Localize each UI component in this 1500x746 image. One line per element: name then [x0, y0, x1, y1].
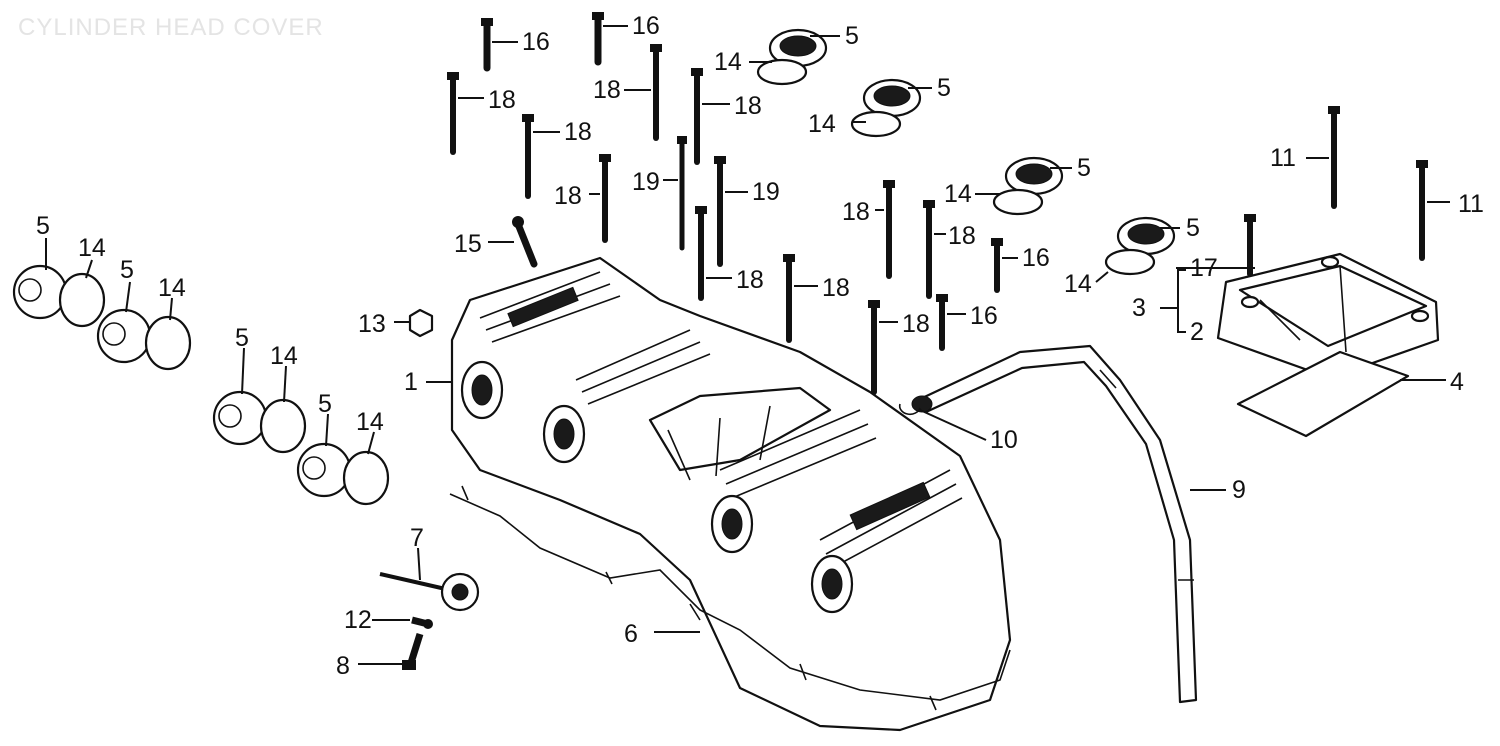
cylinder-head-cover — [450, 256, 1012, 732]
callout-18-b: 18 — [593, 76, 621, 104]
bolt-16-a — [481, 18, 493, 72]
bolt-18-g — [783, 254, 795, 343]
cap-5-e — [12, 264, 68, 320]
callout-18-c: 18 — [734, 92, 762, 120]
seal-5-b — [862, 78, 922, 118]
callout-7: 7 — [410, 524, 424, 552]
callout-14-h: 14 — [356, 408, 384, 436]
callout-10: 10 — [990, 426, 1018, 454]
callout-16-b: 16 — [632, 12, 660, 40]
bolt-18-c — [691, 68, 703, 165]
bolt-19-a — [677, 136, 687, 251]
callout-11-b: 11 — [1458, 190, 1484, 218]
callout-5-h: 5 — [318, 390, 332, 418]
bolt-18-b — [650, 44, 662, 141]
callout-5-f: 5 — [120, 256, 134, 284]
oring-14-e — [58, 272, 106, 328]
callout-11-a: 11 — [1270, 144, 1296, 172]
callout-14-f: 14 — [158, 274, 186, 302]
callout-1: 1 — [404, 368, 418, 396]
callout-4: 4 — [1450, 368, 1464, 396]
gasket-6 — [449, 493, 1011, 701]
bolt-18-j — [868, 300, 880, 395]
cap-5-h — [296, 442, 352, 498]
callout-18-e: 18 — [554, 182, 582, 210]
bolt-16-c — [991, 238, 1003, 293]
callout-14-e: 14 — [78, 234, 106, 262]
bolt-17 — [1244, 214, 1256, 277]
bolt-group — [447, 12, 1428, 395]
callout-14-b: 14 — [808, 110, 836, 138]
diagram-title: CYLINDER HEAD COVER — [18, 14, 324, 41]
bolt-8 — [402, 632, 424, 670]
callout-13: 13 — [358, 310, 386, 338]
callout-18-d: 18 — [564, 118, 592, 146]
callout-6: 6 — [624, 620, 638, 648]
callout-18-f: 18 — [736, 266, 764, 294]
bolt-18-f — [695, 206, 707, 301]
clip-10 — [898, 403, 921, 415]
callout-14-g: 14 — [270, 342, 298, 370]
callout-16-a: 16 — [522, 28, 550, 56]
pin-15 — [512, 216, 538, 268]
callout-16-d: 16 — [970, 302, 998, 330]
callout-8: 8 — [336, 652, 350, 680]
callout-18-j: 18 — [902, 310, 930, 338]
callout-19-a: 19 — [632, 168, 660, 196]
callout-9: 9 — [1232, 476, 1246, 504]
oring-14-h — [342, 450, 390, 506]
seal-5-d — [1116, 216, 1176, 256]
callout-3: 3 — [1132, 294, 1146, 322]
callout-12: 12 — [344, 606, 372, 634]
callout-16-c: 16 — [1022, 244, 1050, 272]
oring-14-d — [1104, 248, 1156, 276]
oring-14-c — [992, 188, 1044, 216]
bolt-11-b — [1416, 160, 1428, 261]
callout-5-e: 5 — [36, 212, 50, 240]
callout-5-b: 5 — [937, 74, 951, 102]
oring-14-f — [144, 315, 192, 371]
callout-17: 17 — [1190, 254, 1218, 282]
cap-5-f — [96, 308, 152, 364]
cap-5-g — [212, 390, 268, 446]
bolt-11-a — [1328, 106, 1340, 209]
callout-18-h: 18 — [842, 198, 870, 226]
callout-18-g: 18 — [822, 274, 850, 302]
bolt-16-b — [592, 12, 604, 66]
callout-labels: 1 2 3 4 5 5 5 5 5 5 5 5 6 7 8 9 10 11 11… — [36, 12, 1484, 680]
bolt-18-i — [923, 200, 935, 299]
callout-19-b: 19 — [752, 178, 780, 206]
gasket-4 — [1236, 350, 1410, 438]
oring-14-b — [850, 110, 902, 138]
callout-15: 15 — [454, 230, 482, 258]
callout-18-i: 18 — [948, 222, 976, 250]
callout-5-g: 5 — [235, 324, 249, 352]
callout-5-d: 5 — [1186, 214, 1200, 242]
seal-5-a — [768, 28, 828, 68]
dipstick-7 — [379, 572, 480, 612]
bolt-18-d — [522, 114, 534, 199]
callout-2: 2 — [1190, 318, 1204, 346]
breather-hose — [911, 344, 1198, 704]
breather-cover-assembly — [1216, 252, 1440, 380]
leader-lines — [45, 25, 1450, 665]
bolt-12 — [411, 616, 433, 629]
seal-5-c — [1004, 156, 1064, 196]
callout-14-c: 14 — [944, 180, 972, 208]
bolt-18-h — [883, 180, 895, 279]
callout-14-a: 14 — [714, 48, 742, 76]
callout-14-d: 14 — [1064, 270, 1092, 298]
oring-14-g — [259, 398, 307, 454]
bolt-18-a — [447, 72, 459, 155]
bolt-16-d — [936, 294, 948, 351]
oring-14-a — [756, 58, 808, 86]
callout-18-a: 18 — [488, 86, 516, 114]
bolt-18-e — [599, 154, 611, 243]
callout-5-c: 5 — [1077, 154, 1091, 182]
seal-group — [12, 28, 1176, 506]
nut-13 — [408, 308, 434, 338]
callout-5-a: 5 — [845, 22, 859, 50]
bolt-19-b — [714, 156, 726, 267]
